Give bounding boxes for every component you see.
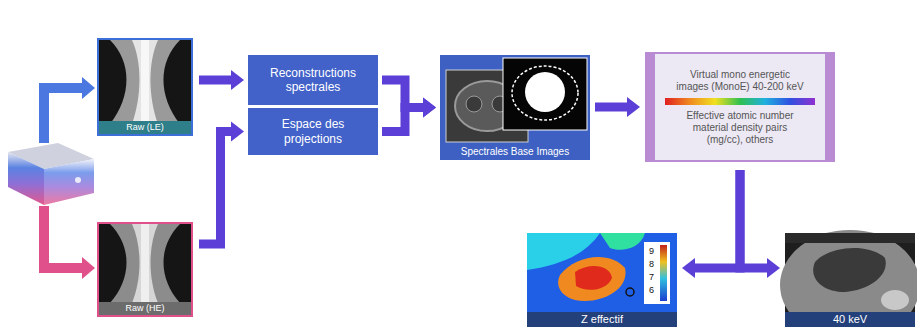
- raw-image-box: Raw (HE): [97, 222, 193, 317]
- detector-side: [8, 152, 44, 205]
- arrowhead: [627, 97, 640, 117]
- arrowhead: [423, 98, 436, 118]
- node-label: Reconstructions spectrales: [256, 66, 370, 95]
- illustration-part: [141, 224, 149, 303]
- arrowhead: [231, 70, 244, 90]
- arrowhead: [767, 258, 780, 278]
- connector-line: [740, 170, 767, 268]
- result-image-box: 40 keV: [785, 233, 915, 327]
- illustration-part: [600, 233, 645, 250]
- illustration-part: [813, 248, 886, 292]
- illustration-part: [512, 66, 578, 120]
- illustration-part: [440, 55, 590, 160]
- flow-arrow: [382, 98, 436, 132]
- raw-he-image: [99, 224, 191, 315]
- illustration-part: [132, 40, 158, 124]
- illustration-part: [132, 224, 158, 303]
- illustration-part: [644, 242, 670, 304]
- flow-arrow: [740, 170, 780, 278]
- illustration-part: [626, 288, 634, 296]
- process-box: Reconstructions spectrales: [248, 55, 378, 105]
- illustration-part: [141, 40, 149, 124]
- node-label: Spectrales Base Images: [461, 146, 569, 158]
- illustration-part: [660, 245, 667, 301]
- flow-arrow: [595, 97, 640, 117]
- connector-line: [695, 170, 740, 268]
- spectral-base-image: [440, 55, 590, 160]
- output-box: Virtual mono energetic images (MonoE) 40…: [645, 52, 835, 162]
- raw-image-box: Raw (LE): [97, 38, 193, 136]
- arrowhead: [682, 258, 695, 278]
- illustration-part: [99, 40, 191, 134]
- flow-arrow: [199, 70, 244, 90]
- process-box: Espace des projections: [248, 108, 378, 155]
- node-label: Espace des projections: [256, 117, 370, 146]
- connector-line: [382, 108, 423, 132]
- illustration-part: [527, 233, 677, 327]
- illustration-part: [881, 290, 909, 310]
- node-label: Raw (LE): [99, 121, 191, 134]
- detector-front: [44, 159, 94, 205]
- illustration-part: [110, 224, 180, 303]
- node-label: Virtual mono energetic images (MonoE) 40…: [676, 69, 804, 93]
- image-box: Spectrales Base Images: [440, 55, 590, 160]
- arrowhead: [231, 122, 244, 142]
- he-arrowhead: [82, 257, 95, 279]
- flow-arrow: [682, 170, 740, 278]
- ct-40kev-image: [780, 230, 917, 327]
- node-body: Effective atomic number material density…: [676, 110, 804, 146]
- connector-line: [199, 132, 231, 245]
- scale-number: 9: [649, 247, 654, 256]
- illustration-part: [785, 233, 915, 243]
- illustration-part: [110, 40, 180, 124]
- z-effective-image: [527, 233, 677, 327]
- illustration-part: [466, 96, 482, 112]
- node-label: Z effectif: [527, 312, 677, 327]
- he-arrow: [44, 206, 82, 268]
- scale-number: 8: [649, 260, 654, 269]
- illustration-part: [575, 266, 612, 290]
- scale-number: 6: [649, 286, 654, 295]
- raw-le-image: [99, 40, 191, 134]
- scale-number: 7: [649, 273, 654, 282]
- connector-line: [595, 103, 627, 112]
- le-arrow: [44, 88, 82, 143]
- node-label: Raw (HE): [99, 302, 191, 315]
- result-image-box: Z effectif: [527, 233, 677, 327]
- node-label: 40 keV: [785, 312, 915, 327]
- le-arrowhead: [82, 77, 95, 99]
- illustration-part: [99, 224, 191, 315]
- color-scale-bar: [665, 98, 815, 105]
- illustration-part: [780, 230, 917, 327]
- illustration-part: [503, 58, 587, 130]
- arrowhead: [423, 98, 436, 118]
- detector-dot: [75, 177, 81, 183]
- detector-stack: [8, 143, 94, 205]
- illustration-part: [558, 257, 625, 301]
- connector-line: [199, 76, 231, 85]
- illustration-part: [525, 72, 565, 112]
- flow-arrow: [199, 122, 244, 245]
